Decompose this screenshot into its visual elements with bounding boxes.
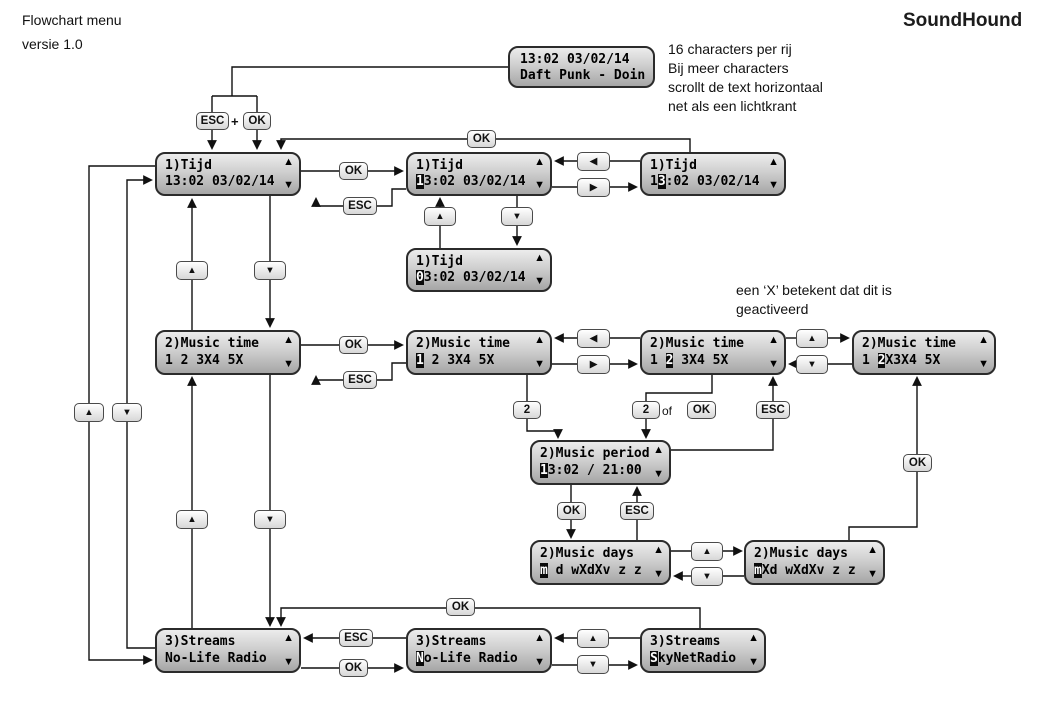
of-label: of	[662, 404, 673, 418]
up-arrow-icon: ▲	[283, 632, 294, 644]
lcd-music-time-cursor-2: 2)Music time 1 2 3X4 5X ▲▼	[640, 330, 786, 375]
lcd-music-time: 2)Music time 1 2 3X4 5X ▲▼	[155, 330, 301, 375]
left-arrow-button: ◀	[577, 152, 610, 171]
lcd-music-time-cursor-1: 2)Music time 1 2 3X4 5X ▲▼	[406, 330, 552, 375]
ok-button: OK	[243, 112, 271, 130]
note-scroll-behavior: 16 characters per rij Bij meer character…	[668, 41, 823, 114]
lcd-tijd: 1)Tijd 13:02 03/02/14 ▲▼	[155, 152, 301, 196]
lcd-streams-cursor: 3)Streams No-Life Radio ▲▼	[406, 628, 552, 673]
version-label: versie 1.0	[22, 36, 83, 52]
esc-button: ESC	[196, 112, 229, 130]
down-arrow-button: ▼	[254, 510, 286, 529]
right-arrow-button: ▶	[577, 178, 610, 197]
down-arrow-button: ▼	[691, 567, 723, 586]
esc-button: ESC	[756, 401, 790, 419]
plus-label: +	[231, 114, 239, 129]
up-arrow-icon: ▲	[748, 632, 759, 644]
down-arrow-button: ▼	[254, 261, 286, 280]
down-arrow-icon: ▼	[978, 358, 989, 370]
down-arrow-icon: ▼	[534, 358, 545, 370]
two-button: 2	[632, 401, 660, 419]
down-arrow-icon: ▼	[653, 568, 664, 580]
right-arrow-button: ▶	[577, 355, 610, 374]
up-arrow-icon: ▲	[534, 632, 545, 644]
up-arrow-icon: ▲	[283, 334, 294, 346]
lcd-status-display: 13:02 03/02/14 Daft Punk - Doin	[508, 46, 655, 88]
ok-button: OK	[467, 130, 496, 148]
lcd-streams-skynet: 3)Streams SkyNetRadio ▲▼	[640, 628, 766, 673]
lcd-music-time-activated: 2)Music time 1 2X3X4 5X ▲▼	[852, 330, 996, 375]
lcd-music-days: 2)Music days m d wXdXv z z ▲▼	[530, 540, 671, 585]
down-arrow-icon: ▼	[283, 656, 294, 668]
status-line-1: 13:02 03/02/14	[520, 52, 630, 67]
up-arrow-icon: ▲	[534, 156, 545, 168]
ok-button: OK	[339, 162, 368, 180]
down-arrow-icon: ▼	[283, 179, 294, 191]
down-arrow-icon: ▼	[867, 568, 878, 580]
up-arrow-icon: ▲	[283, 156, 294, 168]
status-line-2: Daft Punk - Doin	[520, 68, 646, 83]
up-arrow-button: ▲	[176, 261, 208, 280]
up-arrow-button: ▲	[74, 403, 104, 422]
ok-button: OK	[339, 659, 368, 677]
up-arrow-icon: ▲	[534, 334, 545, 346]
lcd-music-days-activated: 2)Music days mXd wXdXv z z ▲▼	[744, 540, 885, 585]
up-arrow-button: ▲	[176, 510, 208, 529]
down-arrow-button: ▼	[501, 207, 533, 226]
lcd-music-period: 2)Music period 13:02 / 21:00 ▲▼	[530, 440, 671, 485]
down-arrow-icon: ▼	[534, 275, 545, 287]
brand-name: SoundHound	[903, 10, 1023, 31]
up-arrow-icon: ▲	[653, 444, 664, 456]
down-arrow-button: ▼	[577, 655, 609, 674]
esc-button: ESC	[339, 629, 373, 647]
up-arrow-icon: ▲	[653, 544, 664, 556]
ok-button: OK	[339, 336, 368, 354]
lcd-tijd-cursor-1: 1)Tijd 13:02 03/02/14 ▲▼	[406, 152, 552, 196]
up-arrow-icon: ▲	[768, 334, 779, 346]
ok-button: OK	[687, 401, 716, 419]
esc-button: ESC	[343, 197, 377, 215]
down-arrow-icon: ▼	[653, 468, 664, 480]
left-arrow-button: ◀	[577, 329, 610, 348]
down-arrow-icon: ▼	[748, 656, 759, 668]
ok-button: OK	[557, 502, 586, 520]
down-arrow-icon: ▼	[768, 179, 779, 191]
down-arrow-button: ▼	[796, 355, 828, 374]
down-arrow-icon: ▼	[768, 358, 779, 370]
esc-button: ESC	[620, 502, 654, 520]
two-button: 2	[513, 401, 541, 419]
esc-button: ESC	[343, 371, 377, 389]
lcd-tijd-edit: 1)Tijd 03:02 03/02/14 ▲▼	[406, 248, 552, 292]
up-arrow-button: ▲	[577, 629, 609, 648]
down-arrow-icon: ▼	[534, 656, 545, 668]
up-arrow-icon: ▲	[867, 544, 878, 556]
down-arrow-icon: ▼	[283, 358, 294, 370]
lcd-tijd-cursor-2: 1)Tijd 13:02 03/02/14 ▲▼	[640, 152, 786, 196]
down-arrow-icon: ▼	[534, 179, 545, 191]
ok-button: OK	[446, 598, 475, 616]
up-arrow-icon: ▲	[768, 156, 779, 168]
up-arrow-icon: ▲	[978, 334, 989, 346]
down-arrow-button: ▼	[112, 403, 142, 422]
page-title: Flowchart menu	[22, 12, 122, 28]
up-arrow-button: ▲	[796, 329, 828, 348]
lcd-streams: 3)Streams No-Life Radio ▲▼	[155, 628, 301, 673]
up-arrow-button: ▲	[691, 542, 723, 561]
ok-button: OK	[903, 454, 932, 472]
up-arrow-button: ▲	[424, 207, 456, 226]
note-x-activated: een ‘X’ betekent dat dit is geactiveerd	[736, 282, 892, 317]
up-arrow-icon: ▲	[534, 252, 545, 264]
